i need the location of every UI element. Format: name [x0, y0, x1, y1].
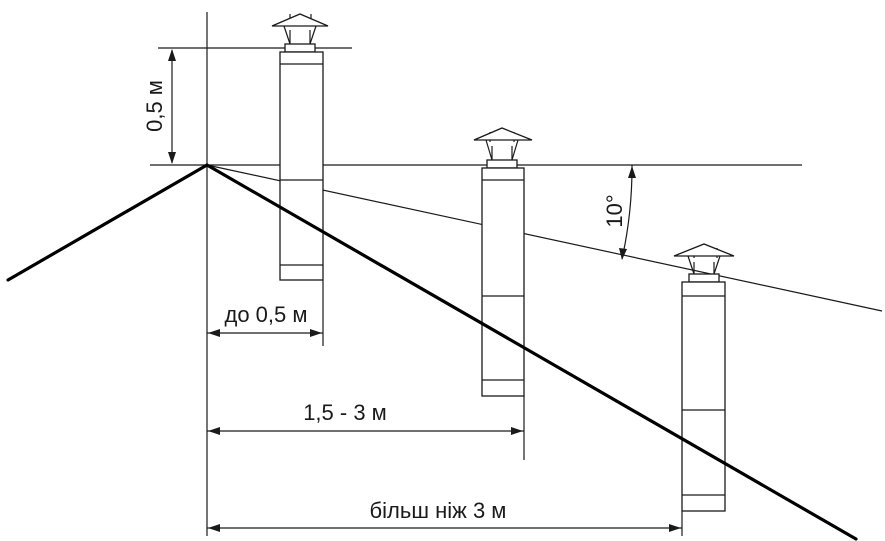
height-arrow-down — [168, 152, 176, 164]
height-label: 0,5 м — [142, 80, 167, 132]
chimney-mid — [473, 127, 533, 397]
chimney-near — [271, 13, 329, 281]
roof-left-slope — [6, 163, 209, 282]
height-arrow-up — [168, 49, 176, 61]
angle-arrow-bottom — [619, 248, 627, 260]
roof-right-slope — [205, 163, 858, 541]
angle-arrow-top — [628, 166, 636, 178]
chimney-cap-mid — [473, 127, 533, 141]
dimension-far-label: більш ніж 3 м — [370, 498, 507, 523]
dimension-near-label: до 0,5 м — [224, 302, 307, 327]
angle-label: 10° — [602, 194, 627, 227]
chimney-cap-near — [271, 13, 329, 27]
chimney-far — [673, 243, 735, 512]
chimney-cap-far — [673, 243, 735, 257]
dimension-mid-label: 1,5 - 3 м — [303, 400, 387, 425]
